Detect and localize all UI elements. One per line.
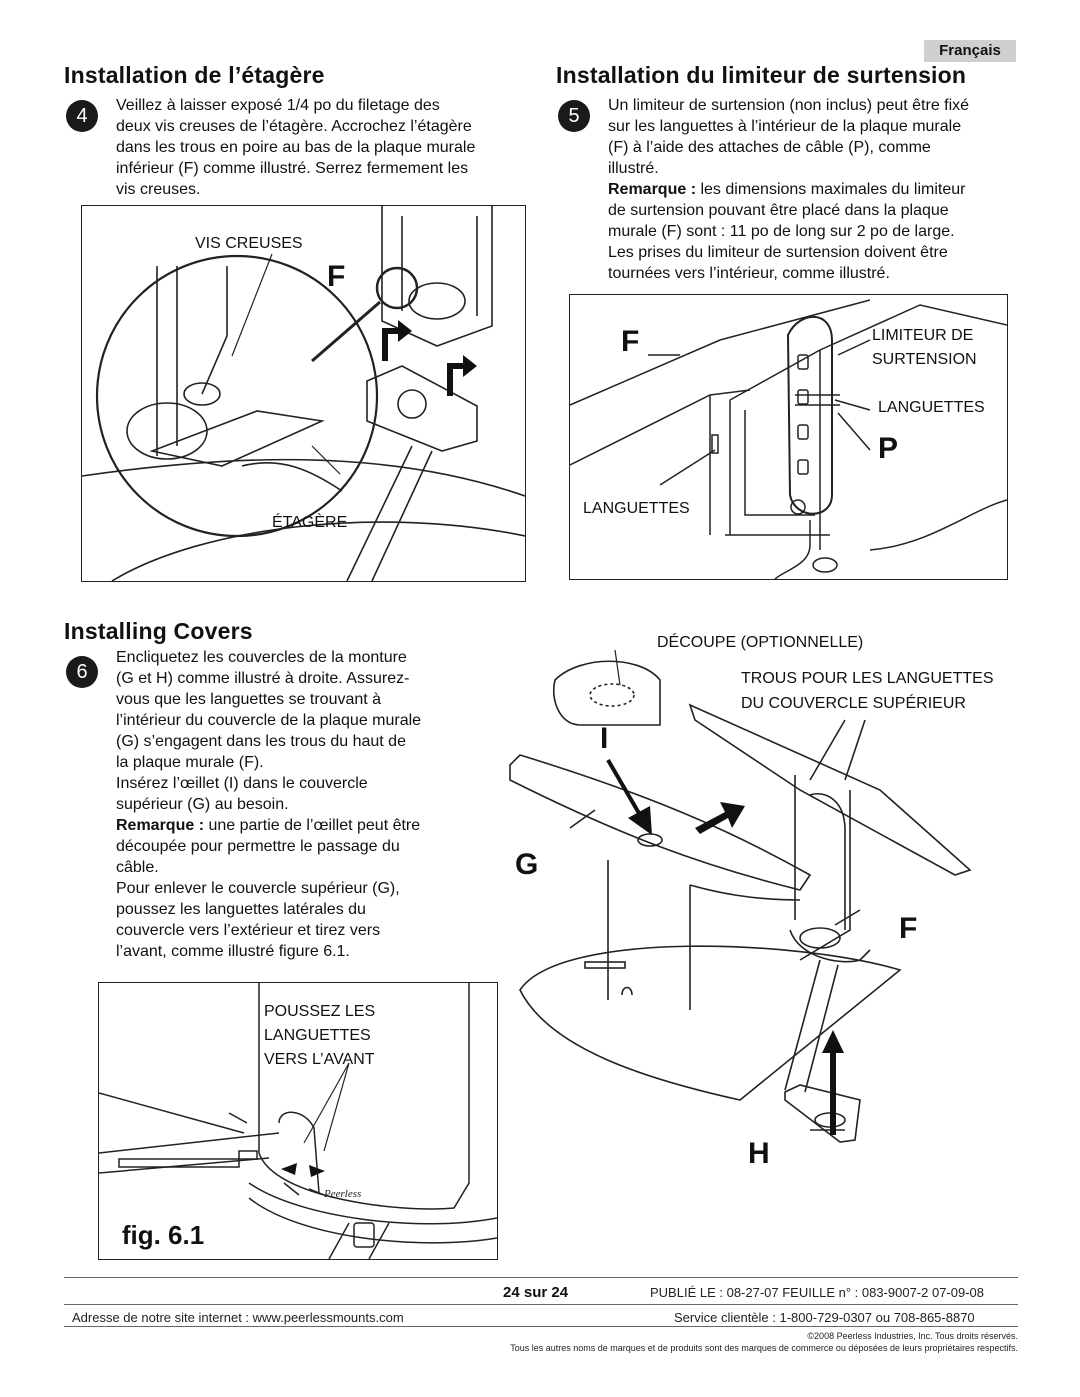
covers-line-1: Encliquetez les couvercles de la monture bbox=[116, 649, 407, 666]
covers-note-line-2: découpée pour permettre le passage du bbox=[116, 838, 400, 855]
label-poussez: POUSSEZ LES LANGUETTES VERS L’AVANT bbox=[264, 1001, 375, 1070]
label-languettes-right: LANGUETTES bbox=[878, 399, 985, 416]
covers-note-line-3: câble. bbox=[116, 859, 159, 876]
shelf-instructions: Veillez à laisser exposé 1/4 po du filet… bbox=[116, 95, 516, 200]
page-number: 24 sur 24 bbox=[503, 1284, 569, 1301]
label-limiteur: LIMITEUR DE SURTENSION bbox=[872, 325, 977, 370]
covers-note-line-5: poussez les languettes latérales du bbox=[116, 901, 366, 918]
shelf-section-title: Installation de l’étagère bbox=[64, 62, 325, 88]
fig-6-1-label: fig. 6.1 bbox=[106, 1215, 220, 1255]
covers-line-6: la plaque murale (F). bbox=[116, 754, 264, 771]
covers-section-title: Installing Covers bbox=[64, 618, 253, 644]
covers-note-text-1: une partie de l’œillet peut être bbox=[204, 817, 421, 834]
label-trous-1: TROUS POUR LES LANGUETTES bbox=[741, 670, 994, 687]
shelf-letter-f: F bbox=[327, 260, 346, 293]
language-tab: Français bbox=[924, 40, 1016, 62]
covers-note-label: Remarque : bbox=[116, 817, 205, 834]
surge-line-3: (F) à l’aide des attaches de câble (P), … bbox=[608, 139, 931, 156]
shelf-line-3: dans les trous en poire au bas de la pla… bbox=[116, 139, 476, 156]
footer-bottom-rule bbox=[64, 1326, 1018, 1327]
shelf-line-1: Veillez à laisser exposé 1/4 po du filet… bbox=[116, 97, 440, 114]
surge-letter-p: P bbox=[878, 432, 899, 465]
covers-line-2: (G et H) comme illustré à droite. Assure… bbox=[116, 670, 410, 687]
shelf-line-5: vis creuses. bbox=[116, 181, 201, 198]
covers-note-line-4: Pour enlever le couvercle supérieur (G), bbox=[116, 880, 400, 897]
surge-letter-f: F bbox=[621, 325, 640, 358]
covers-letter-g: G bbox=[515, 848, 539, 881]
website-address: Adresse de notre site internet : www.pee… bbox=[72, 1310, 404, 1325]
surge-line-4: illustré. bbox=[608, 160, 659, 177]
surge-note-line-2: de surtension pouvant être placé dans la… bbox=[608, 202, 949, 219]
label-limiteur-2: SURTENSION bbox=[872, 351, 977, 368]
shelf-line-2: deux vis creuses de l’étagère. Accrochez… bbox=[116, 118, 472, 135]
label-vis-creuses: VIS CREUSES bbox=[195, 235, 303, 252]
shelf-illustration bbox=[81, 205, 526, 582]
label-poussez-1: POUSSEZ LES bbox=[264, 1003, 376, 1020]
label-trous: TROUS POUR LES LANGUETTES DU COUVERCLE S… bbox=[741, 668, 994, 714]
step-4-badge: 4 bbox=[66, 100, 98, 132]
surge-note-text-1: les dimensions maximales du limiteur bbox=[696, 181, 966, 198]
fig-6-1-drawing: Peerless bbox=[99, 983, 497, 1259]
shelf-drawing bbox=[82, 206, 525, 581]
surge-note-line-5: tournées vers l’intérieur, comme illustr… bbox=[608, 265, 890, 282]
surge-drawing bbox=[570, 299, 1007, 579]
covers-line-4: l’intérieur du couvercle de la plaque mu… bbox=[116, 712, 422, 729]
covers-note-line-1: Remarque : une partie de l’œillet peut ê… bbox=[116, 815, 496, 836]
covers-line-7: Insérez l’œillet (I) dans le couvercle bbox=[116, 775, 368, 792]
surge-note-label: Remarque : bbox=[608, 181, 697, 198]
surge-section-title: Installation du limiteur de surtension bbox=[556, 62, 967, 88]
surge-note-line-1: Remarque : les dimensions maximales du l… bbox=[608, 179, 1018, 200]
surge-illustration bbox=[569, 294, 1008, 580]
published-info: PUBLIÉ LE : 08-27-07 FEUILLE n° : 083-90… bbox=[650, 1285, 985, 1300]
covers-letter-f: F bbox=[899, 912, 918, 945]
covers-line-8: supérieur (G) au besoin. bbox=[116, 796, 289, 813]
surge-line-2: sur les languettes à l’intérieur de la p… bbox=[608, 118, 962, 135]
covers-note-line-7: l’avant, comme illustré figure 6.1. bbox=[116, 943, 350, 960]
covers-instructions: Encliquetez les couvercles de la monture… bbox=[116, 647, 496, 962]
surge-note-line-4: Les prises du limiteur de surtension doi… bbox=[608, 244, 948, 261]
covers-illustration bbox=[500, 630, 1020, 1175]
footer-top-rule bbox=[64, 1277, 1018, 1278]
covers-drawing bbox=[509, 649, 972, 1143]
label-limiteur-1: LIMITEUR DE bbox=[872, 327, 974, 344]
covers-letter-h: H bbox=[748, 1137, 770, 1170]
footer-mid-rule bbox=[64, 1304, 1018, 1305]
trademark-notice: Tous les autres noms de marques et de pr… bbox=[510, 1343, 1018, 1353]
step-6-badge: 6 bbox=[66, 656, 98, 688]
shelf-line-4: inférieur (F) comme illustré. Serrez fer… bbox=[116, 160, 469, 177]
surge-note-line-3: murale (F) sont : 11 po de long sur 2 po… bbox=[608, 223, 955, 240]
covers-line-5: (G) s’engagent dans les trous du haut de bbox=[116, 733, 406, 750]
covers-letter-i: I bbox=[600, 722, 609, 755]
label-etagere: ÉTAGÈRE bbox=[272, 514, 348, 531]
surge-instructions: Un limiteur de surtension (non inclus) p… bbox=[608, 95, 1018, 284]
fig-logo: Peerless bbox=[323, 1188, 361, 1200]
label-poussez-3: VERS L’AVANT bbox=[264, 1051, 375, 1068]
covers-line-3: vous que les languettes se trouvant à bbox=[116, 691, 382, 708]
service-phone: Service clientèle : 1-800-729-0307 ou 70… bbox=[674, 1310, 975, 1325]
fig-6-1-illustration: Peerless bbox=[98, 982, 498, 1260]
step-5-badge: 5 bbox=[558, 100, 590, 132]
covers-note-line-6: couvercle vers l’extérieur et tirez vers bbox=[116, 922, 381, 939]
label-poussez-2: LANGUETTES bbox=[264, 1027, 371, 1044]
label-trous-2: DU COUVERCLE SUPÉRIEUR bbox=[741, 695, 966, 712]
surge-line-1: Un limiteur de surtension (non inclus) p… bbox=[608, 97, 970, 114]
copyright: ©2008 Peerless Industries, Inc. Tous dro… bbox=[807, 1331, 1018, 1341]
label-decoupe: DÉCOUPE (OPTIONNELLE) bbox=[657, 634, 864, 651]
label-languettes-left: LANGUETTES bbox=[583, 500, 690, 517]
